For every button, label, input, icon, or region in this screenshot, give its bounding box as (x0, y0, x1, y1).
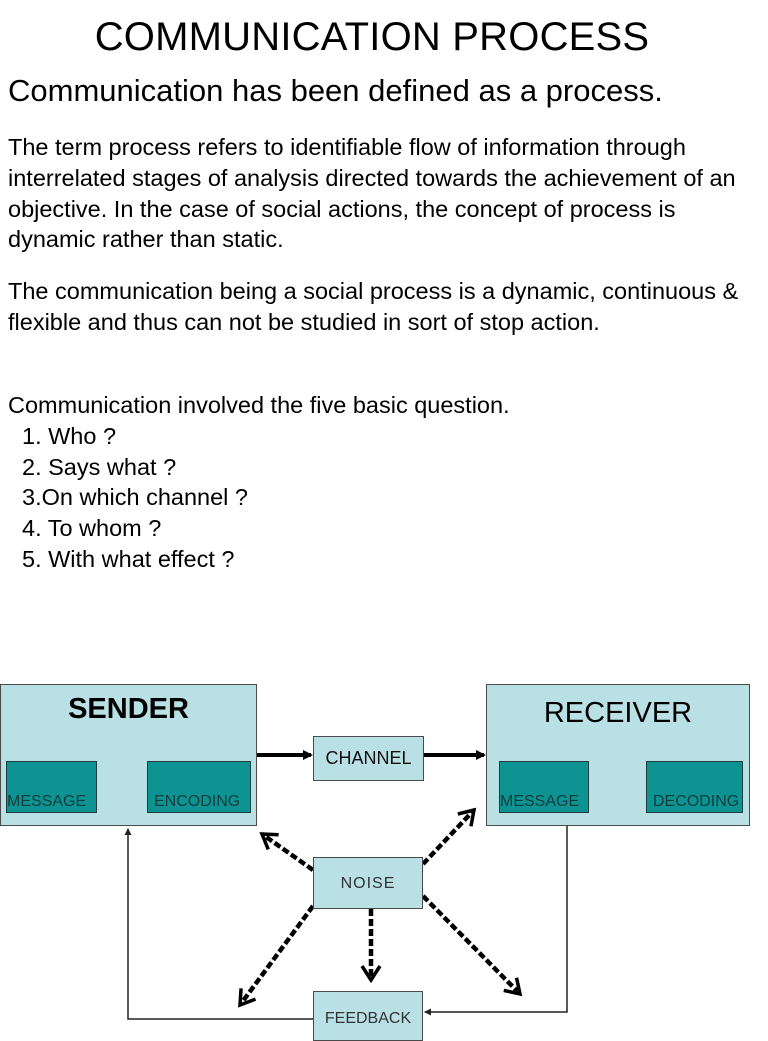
feedback-line-to-sender (124, 828, 313, 1020)
receiver-message-box: MESSAGE (499, 761, 589, 813)
question-item: 2. Says what ? (22, 453, 177, 480)
noise-label: NOISE (340, 875, 396, 892)
questions-section: Communication involved the five basic qu… (8, 390, 510, 575)
sender-encoding-label: ENCODING (154, 793, 241, 810)
feedback-box: FEEDBACK (313, 991, 423, 1041)
question-item: 5. With what effect ? (22, 545, 235, 572)
feedback-label: FEEDBACK (324, 1010, 412, 1027)
question-item: 4. To whom ? (22, 515, 162, 542)
questions-intro: Communication involved the five basic qu… (8, 392, 510, 418)
channel-box: CHANNEL (313, 736, 424, 781)
receiver-decoding-label: DECODING (653, 793, 740, 810)
questions-list: 1. Who ? 2. Says what ? 3.On which chann… (8, 421, 510, 575)
noise-box: NOISE (313, 857, 423, 909)
paragraph-process-definition: The term process refers to identifiable … (8, 134, 736, 253)
slide-subtitle: Communication has been defined as a proc… (8, 73, 663, 108)
sender-label: SENDER (68, 693, 189, 725)
sender-message-box: MESSAGE (6, 761, 97, 813)
noise-arrow-down-right (421, 894, 523, 997)
question-item: 3.On which channel ? (22, 484, 249, 511)
receiver-decoding-box: DECODING (646, 761, 743, 813)
question-item: 1. Who ? (22, 422, 117, 449)
feedback-line-from-receiver (424, 826, 568, 1016)
paragraph-social-process: The communication being a social process… (8, 278, 739, 335)
noise-arrow-to-receiver (421, 807, 477, 866)
slide-title: COMMUNICATION PROCESS (94, 15, 650, 59)
receiver-message-label: MESSAGE (500, 793, 580, 810)
receiver-label: RECEIVER (543, 697, 693, 729)
sender-message-label: MESSAGE (7, 793, 87, 810)
sender-encoding-box: ENCODING (147, 761, 251, 813)
noise-arrow-down-left (238, 904, 315, 1008)
noise-arrow-to-sender (259, 832, 315, 872)
channel-label: CHANNEL (325, 748, 412, 768)
